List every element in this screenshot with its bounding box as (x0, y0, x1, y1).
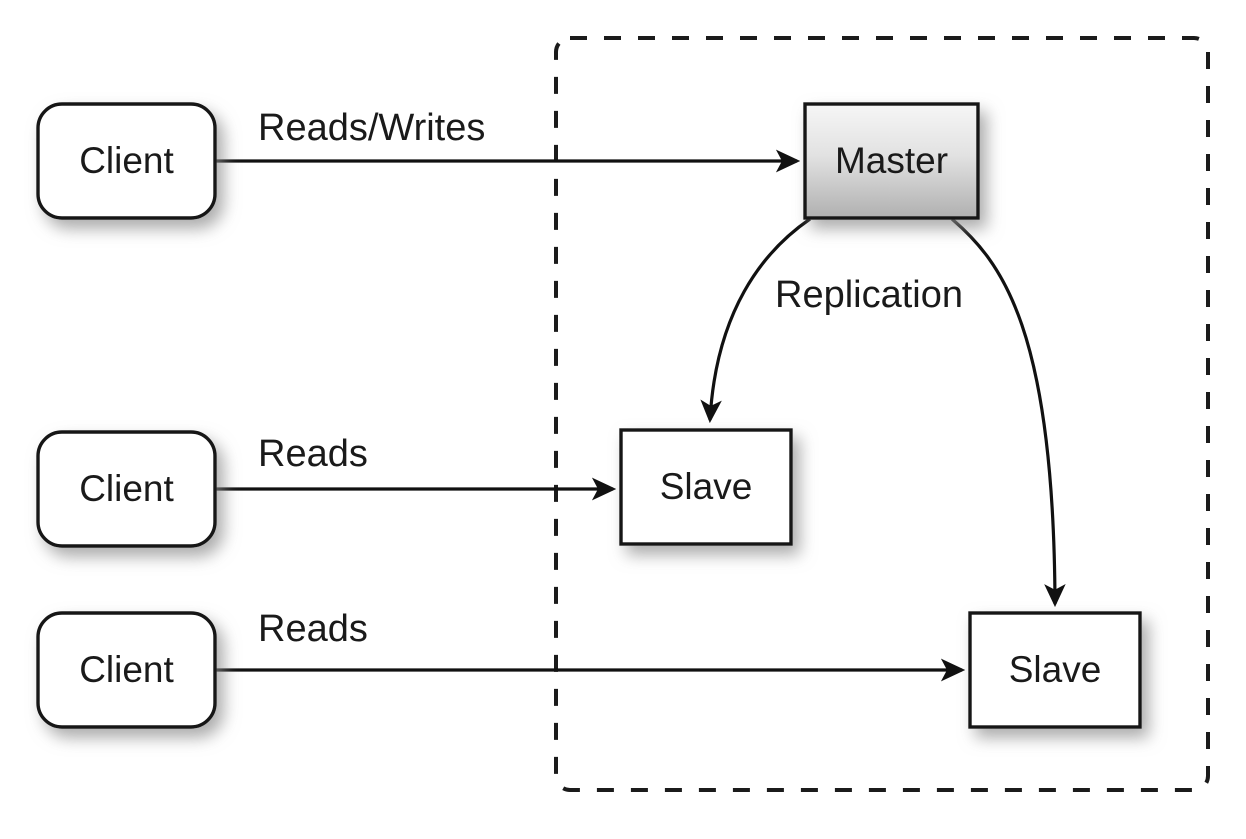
node-master[interactable]: Master (803, 102, 980, 220)
edge-label-reads-slave1: Reads (258, 433, 368, 475)
edge-master-to-slave1-replication (700, 217, 811, 424)
node-client-1[interactable]: Client (36, 102, 217, 220)
slave-2-label: Slave (1009, 649, 1102, 690)
node-client-3[interactable]: Client (36, 611, 217, 729)
edge-label-replication: Replication (775, 274, 963, 316)
slave-1-box (619, 428, 793, 546)
node-slave-1[interactable]: Slave (619, 428, 793, 546)
slave-1-label: Slave (660, 466, 753, 507)
edge-master-to-slave2-replication (950, 217, 1066, 608)
node-slave-2[interactable]: Slave (968, 611, 1142, 729)
node-client-2[interactable]: Client (36, 430, 217, 548)
edge-label-reads-slave2: Reads (258, 608, 368, 650)
client-2-label: Client (79, 468, 174, 509)
client-3-label: Client (79, 649, 174, 690)
client-3-box (36, 611, 217, 729)
database-cluster-boundary (554, 36, 1210, 792)
master-box (803, 102, 980, 220)
slave-2-box (968, 611, 1142, 729)
edge-label-reads-writes: Reads/Writes (258, 107, 485, 149)
master-label: Master (835, 140, 948, 181)
client-1-box (36, 102, 217, 220)
client-2-box (36, 430, 217, 548)
client-1-label: Client (79, 140, 174, 181)
